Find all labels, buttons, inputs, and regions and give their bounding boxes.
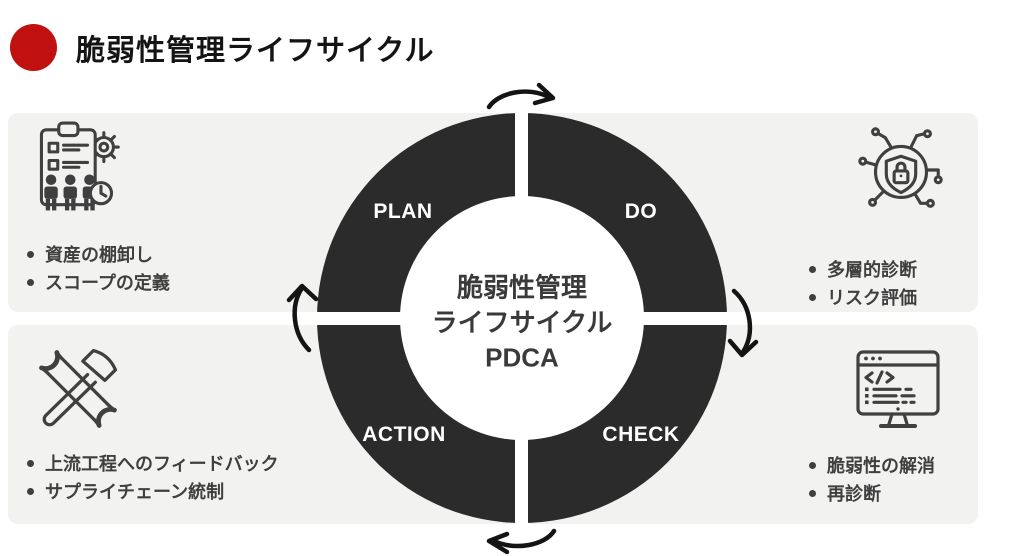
- wrench-hammer-icon: [39, 348, 118, 428]
- quadrant-label-plan: PLAN: [373, 200, 433, 223]
- page-title: 脆弱性管理ライフサイクル: [76, 35, 435, 67]
- wrench-icon: [39, 350, 117, 428]
- quadrant-label-check: CHECK: [602, 423, 680, 446]
- do-bullet-list: 多層的診断 リスク評価: [809, 255, 917, 311]
- list-item: スコープの定義: [27, 268, 170, 296]
- bullet-text: 再診断: [827, 484, 881, 504]
- cycle-arrow-top-icon: [486, 82, 556, 110]
- bullet-icon: [27, 250, 34, 258]
- center-caption-line1: 脆弱性管理: [456, 272, 587, 303]
- center-caption-line2: ライフサイクル: [431, 307, 613, 338]
- plan-bullet-list: 資産の棚卸し スコープの定義: [27, 240, 170, 296]
- quadrant-label-do: DO: [624, 200, 658, 223]
- window-dots-icon: [864, 356, 882, 361]
- monitor-code-icon: [856, 350, 940, 428]
- cycle-arrow-right-icon: [727, 288, 759, 358]
- bullet-icon: [27, 278, 34, 286]
- bullet-text: 上流工程へのフィードバック: [45, 454, 279, 474]
- list-item: 多層的診断: [809, 255, 917, 283]
- bullet-icon: [809, 293, 816, 301]
- checklist-icon: [47, 141, 90, 171]
- monitor-stand-icon: [879, 412, 917, 428]
- bullet-icon: [809, 489, 816, 497]
- bullet-text: 資産の棚卸し: [45, 245, 153, 265]
- hammer-icon: [42, 348, 118, 427]
- cycle-ring-hole: [400, 196, 644, 440]
- shield-icon: [884, 154, 918, 195]
- bullet-icon: [27, 487, 34, 495]
- cycle-arrow-bottom-icon: [486, 528, 557, 555]
- bullet-text: リスク評価: [827, 288, 917, 308]
- title-dot-icon: [10, 24, 57, 71]
- bullet-icon: [809, 265, 816, 273]
- cycle-center-caption: 脆弱性管理 ライフサイクル PDCA: [407, 271, 637, 376]
- bullet-icon: [27, 459, 34, 467]
- bullet-text: 多層的診断: [827, 260, 917, 280]
- code-lines-icon: [865, 387, 916, 405]
- action-bullet-list: 上流工程へのフィードバック サプライチェーン統制: [27, 449, 279, 505]
- quadrant-label-action: ACTION: [362, 423, 446, 446]
- bullet-text: スコープの定義: [45, 273, 170, 293]
- list-item: 脆弱性の解消: [809, 451, 935, 479]
- list-item: 資産の棚卸し: [27, 240, 170, 268]
- code-brackets-icon: [864, 370, 895, 385]
- bullet-text: 脆弱性の解消: [827, 456, 935, 476]
- cycle-arrow-left-icon: [286, 283, 319, 353]
- list-item: リスク評価: [809, 283, 917, 311]
- bullet-text: サプライチェーン統制: [45, 482, 225, 502]
- lock-icon: [892, 161, 910, 185]
- clock-icon: [88, 181, 114, 206]
- clipboard-planning-icon: [39, 121, 120, 211]
- list-item: サプライチェーン統制: [27, 477, 279, 505]
- bullet-icon: [809, 461, 816, 469]
- shield-lock-network-icon: [858, 127, 943, 208]
- check-bullet-list: 脆弱性の解消 再診断: [809, 451, 935, 507]
- center-caption-line3: PDCA: [485, 342, 559, 373]
- list-item: 上流工程へのフィードバック: [27, 449, 279, 477]
- circuit-nodes-icon: [858, 127, 943, 208]
- list-item: 再診断: [809, 479, 935, 507]
